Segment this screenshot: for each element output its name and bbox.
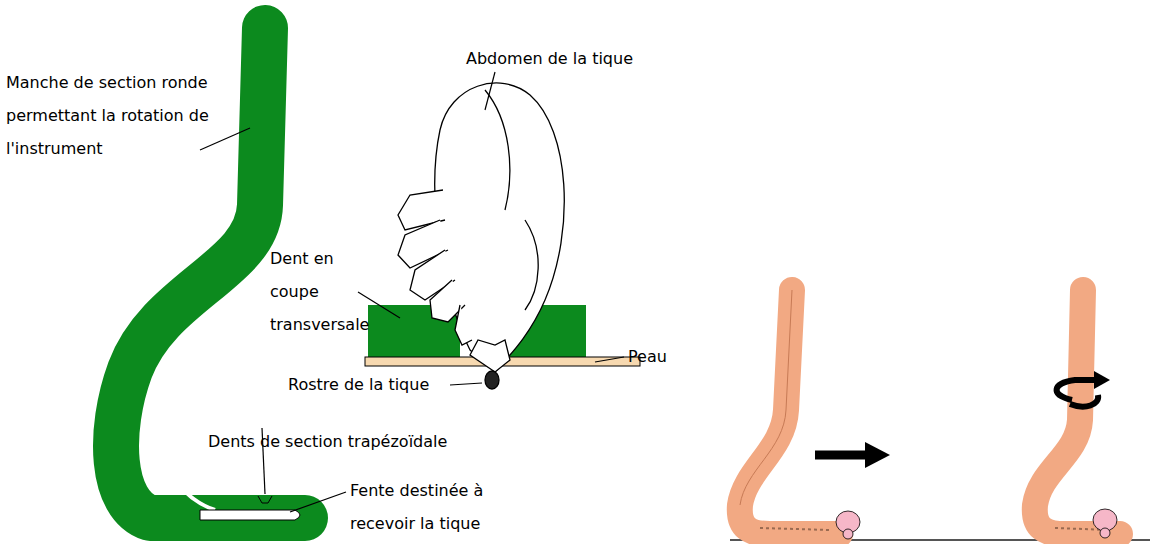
part-label: Fente destinée à recevoir la tique xyxy=(350,474,520,540)
part-label: Dents de section trapézoïdale xyxy=(208,425,488,458)
part-label: Peau xyxy=(628,340,708,373)
part-label: Dent en coupe transversale xyxy=(270,242,366,341)
tick-drawing xyxy=(398,83,564,389)
tool-step-slide xyxy=(740,290,890,539)
part-label: Abdomen de la tique xyxy=(466,42,696,75)
part-label: Rostre de la tique xyxy=(288,368,458,401)
leader-lines xyxy=(200,72,624,512)
part-label: Manche de section ronde permettant la ro… xyxy=(6,66,211,165)
tool-step-rotate xyxy=(1035,290,1120,538)
